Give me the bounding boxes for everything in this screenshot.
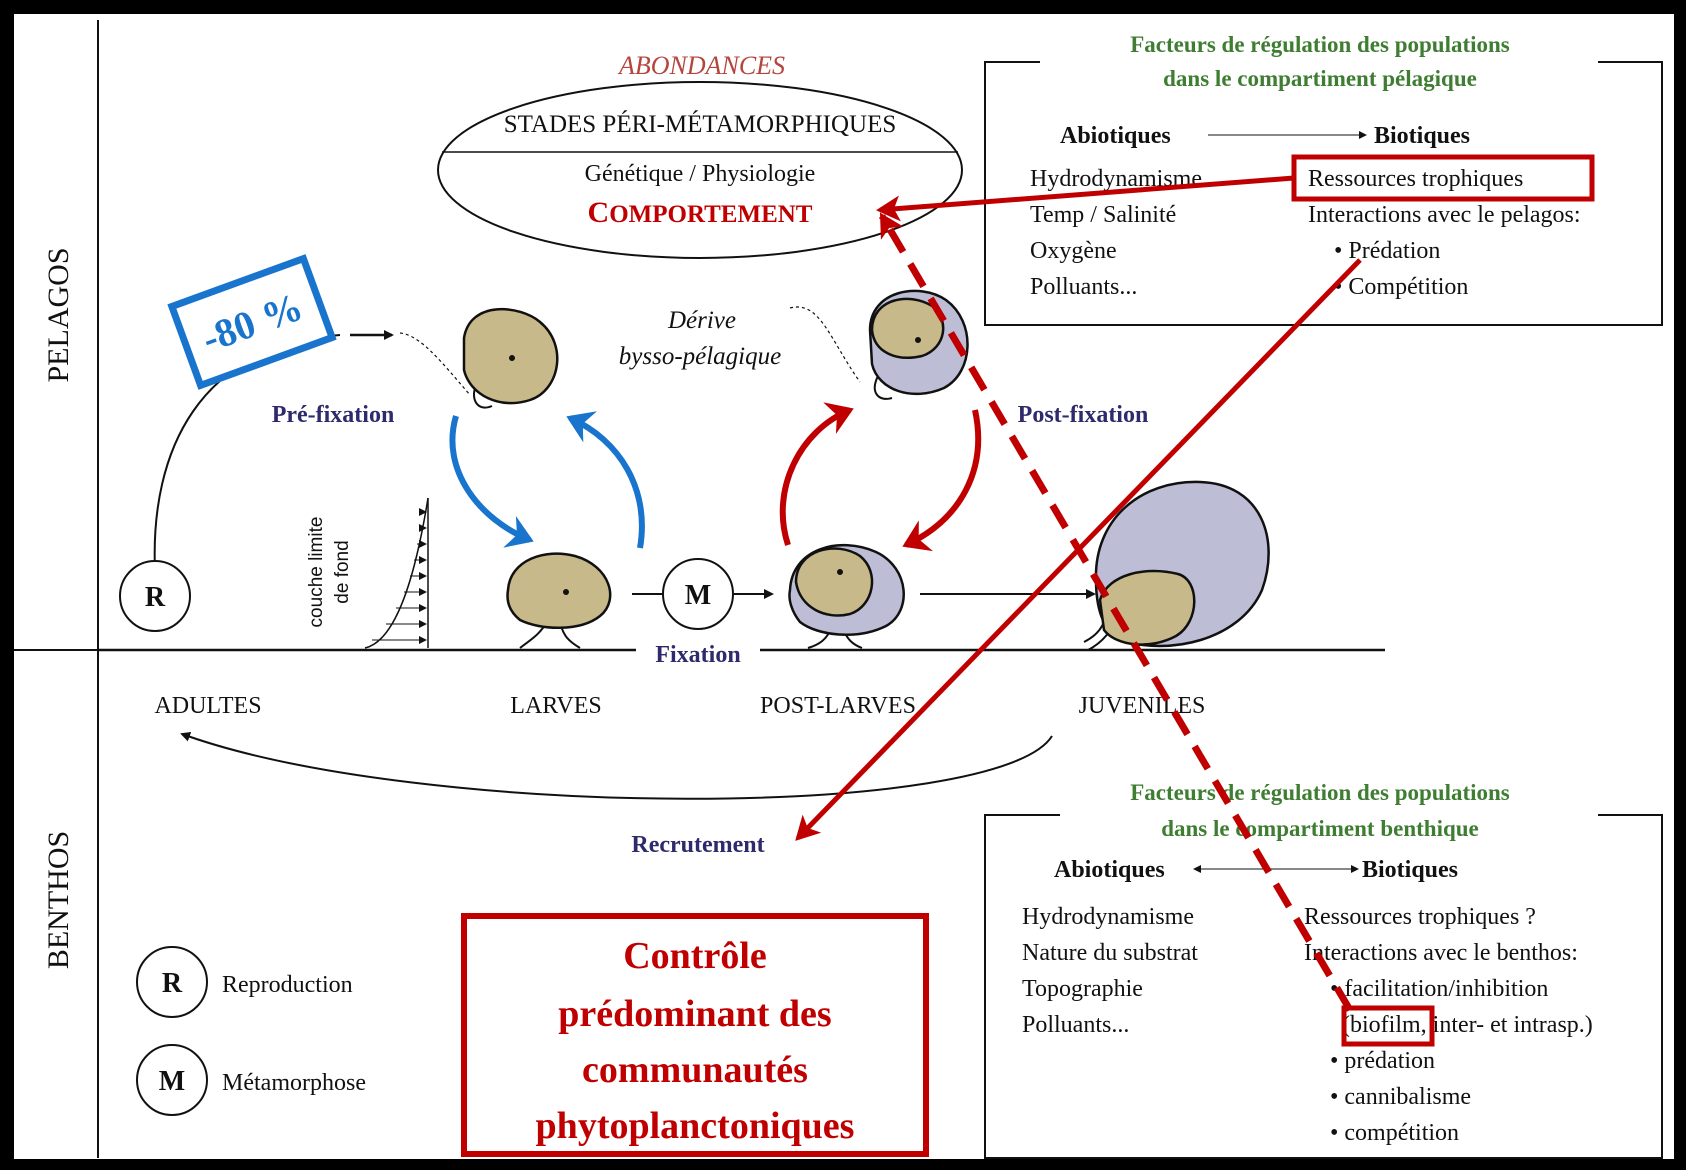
benthic-abiotiques: Abiotiques: [1054, 857, 1165, 883]
postlarves-label: POST-LARVES: [760, 693, 916, 719]
recrutement-label: Recrutement: [631, 832, 764, 858]
red-arrow-to-comportement: [876, 175, 1295, 222]
derive-label-1: Dérive: [667, 307, 736, 334]
larva-benthic: [506, 552, 612, 649]
svg-text:prédominant des: prédominant des: [558, 993, 831, 1035]
red-arrow-down: [902, 409, 982, 552]
pelagic-factors-box: Facteurs de régulation des populations d…: [984, 32, 1663, 326]
recrutement-curve: [180, 732, 1053, 800]
boundary-layer-diagram: couche limite de fond: [306, 497, 429, 649]
metamorphosis-node: M: [632, 558, 774, 630]
red-dashed-arrow-biofilm: [878, 212, 1354, 1012]
adultes-label: ADULTES: [154, 693, 261, 719]
legend-reproduction: Reproduction: [222, 972, 353, 998]
svg-text:Contrôle: Contrôle: [623, 935, 767, 977]
svg-text:M: M: [159, 1066, 185, 1097]
pelagic-left-1: Temp / Salinité: [1030, 202, 1176, 228]
benthic-right-1: Interactions avec le benthos:: [1304, 940, 1578, 966]
fixation-label: Fixation: [655, 642, 740, 668]
svg-text:couche limite: couche limite: [306, 517, 327, 628]
benthic-left-3: Polluants...: [1022, 1012, 1129, 1038]
comportement-label: COMPORTEMENT: [588, 196, 813, 229]
derive-label-2: bysso-pélagique: [619, 343, 781, 370]
svg-text:R: R: [162, 968, 183, 999]
pelagic-right-3: • Compétition: [1334, 274, 1468, 300]
blue-arrow-up: [566, 411, 645, 549]
left-label-column: PELAGOS BENTHOS: [14, 20, 99, 1158]
abondances-label: ABONDANCES: [617, 51, 785, 80]
pelagic-biotiques: Biotiques: [1374, 123, 1470, 149]
juveniles-label: JUVENILES: [1079, 693, 1206, 719]
stades-label: STADES PÉRI-MÉTAMORPHIQUES: [504, 110, 897, 138]
benthic-right-4: • prédation: [1330, 1048, 1435, 1074]
reproduction-node: R: [119, 560, 191, 632]
larves-label: LARVES: [510, 693, 601, 719]
benthic-title-1: Facteurs de régulation des populations: [1130, 780, 1510, 805]
pelagic-abiotiques: Abiotiques: [1060, 123, 1171, 149]
benthic-left-1: Nature du substrat: [1022, 940, 1198, 966]
red-arrow-up: [779, 402, 854, 546]
abondances-ellipse: ABONDANCES STADES PÉRI-MÉTAMORPHIQUES Gé…: [437, 46, 963, 259]
pelagic-right-1: Interactions avec le pelagos:: [1308, 202, 1581, 228]
minus-80-badge: -80 %: [167, 254, 337, 390]
svg-text:phytoplanctoniques: phytoplanctoniques: [536, 1105, 855, 1147]
pelagic-right-0: Ressources trophiques: [1308, 166, 1523, 192]
benthic-right-2: • facilitation/inhibition: [1330, 976, 1548, 1002]
benthic-title-2: dans le compartiment benthique: [1161, 816, 1479, 841]
genetique-label: Génétique / Physiologie: [585, 161, 816, 187]
postfixation-label: Post-fixation: [1018, 402, 1149, 428]
pelagic-title-1: Facteurs de régulation des populations: [1130, 32, 1510, 57]
blue-arrow-down: [449, 415, 534, 548]
prefixation-label: Pré-fixation: [272, 402, 395, 428]
benthic-left-2: Topographie: [1022, 976, 1143, 1002]
prefixation-larva: [399, 307, 559, 409]
benthic-right-5: • cannibalisme: [1330, 1084, 1471, 1110]
pelagic-left-2: Oxygène: [1030, 238, 1117, 264]
benthic-right-6: • compétition: [1330, 1120, 1459, 1146]
benthic-factors-box: Facteurs de régulation des populations d…: [984, 780, 1663, 1159]
benthic-left-0: Hydrodynamisme: [1022, 904, 1194, 930]
svg-text:M: M: [685, 580, 711, 611]
benthic-right-0: Ressources trophiques ?: [1304, 904, 1536, 930]
benthic-biotiques: Biotiques: [1362, 857, 1458, 883]
postlarva-benthic: [788, 544, 905, 649]
benthos-label: BENTHOS: [42, 831, 75, 969]
legend-metamorphose: Métamorphose: [222, 1070, 366, 1096]
svg-text:de fond: de fond: [332, 540, 353, 603]
pelagic-title-2: dans le compartiment pélagique: [1163, 66, 1477, 91]
svg-text:R: R: [145, 582, 166, 613]
benthic-right-3: (biofilm, inter- et intrasp.): [1342, 1012, 1593, 1038]
pelagic-right-2: • Prédation: [1334, 238, 1440, 264]
svg-text:communautés: communautés: [582, 1049, 808, 1091]
biofilm-highlight-box: [1341, 1005, 1435, 1047]
legend: R Reproduction M Métamorphose: [136, 946, 366, 1116]
pelagic-left-3: Polluants...: [1030, 274, 1137, 300]
phytoplankton-control-callout: Contrôle prédominant des communautés phy…: [461, 913, 929, 1157]
pelagos-label: PELAGOS: [42, 247, 75, 382]
